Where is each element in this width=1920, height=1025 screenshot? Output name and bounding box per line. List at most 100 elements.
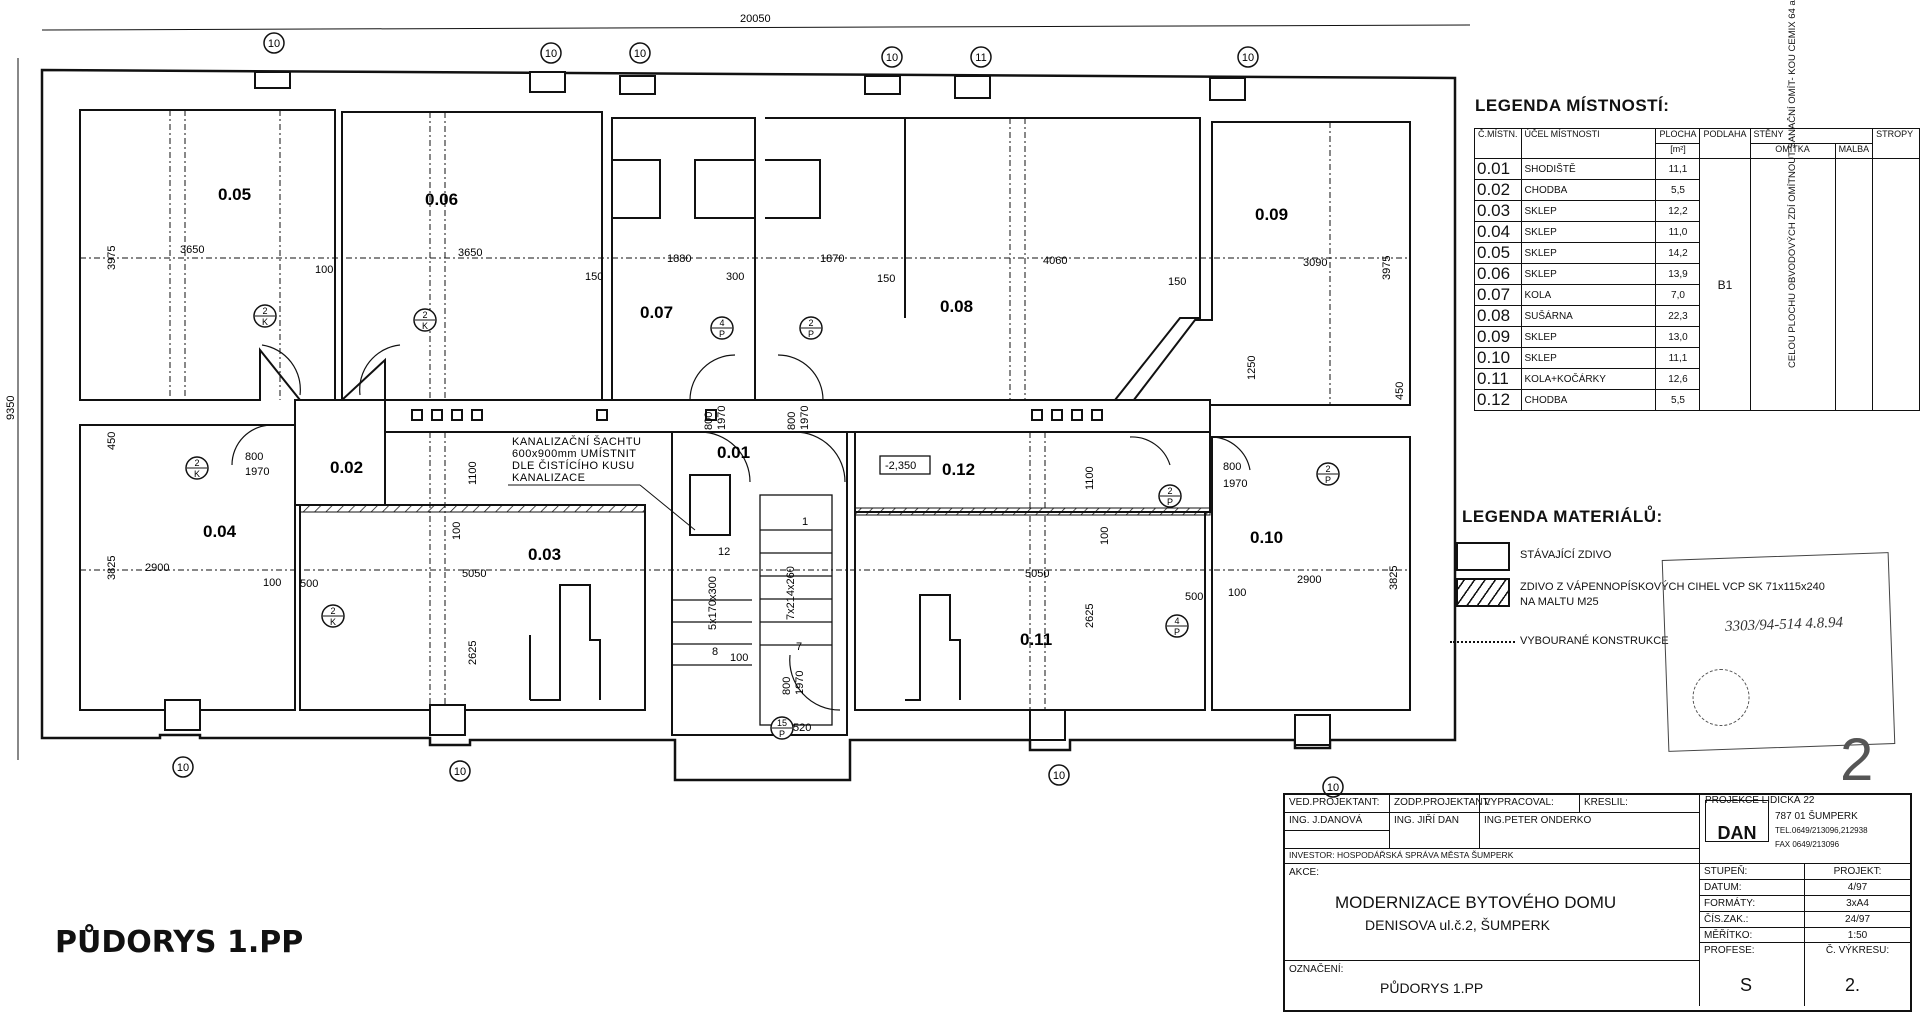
dim: 1100 (467, 461, 479, 485)
legend-row: 0.06 SKLEP 13,9 (1474, 263, 1920, 285)
company-address: PROJEKCE LIDICKÁ 22 (1705, 795, 1815, 806)
axis-marker-label: 10 (1242, 52, 1254, 64)
col-header: PODLAHA (1699, 128, 1751, 159)
partitions (384, 118, 961, 701)
tb-value: ING.PETER ONDERKO (1480, 813, 1700, 849)
room-label: 0.05 (218, 185, 251, 204)
room-0.03 (299, 504, 646, 711)
room-0.02 (294, 399, 386, 506)
tb-label: KRESLIL: (1580, 795, 1700, 813)
room-purpose: SKLEP (1520, 221, 1657, 243)
tb-value: ING. JIŘÍ DAN (1390, 813, 1480, 849)
note-kanalizace: KANALIZAČNÍ ŠACHTU 600x900mm UMÍSTNIT DL… (508, 435, 696, 531)
tb-value: 4/97 (1805, 880, 1910, 896)
room-number: 0.10 (1474, 347, 1522, 369)
axis-marker-label: 10 (886, 52, 898, 64)
dim: 150 (1168, 276, 1186, 288)
dim: 1880 (667, 253, 691, 265)
room-number: 0.12 (1474, 389, 1522, 411)
stamp-seal (1691, 668, 1751, 728)
tb-label: ZODP.PROJEKTANT: (1390, 795, 1490, 813)
windows (164, 71, 1331, 746)
axis-marker-circle (172, 756, 194, 778)
tb-value: PROJEKT: (1805, 864, 1910, 880)
legend-row: 0.09 SKLEP 13,0 (1474, 326, 1920, 348)
material-legend-title: LEGENDA MATERIÁLŮ: (1462, 507, 1663, 526)
dim: 450 (106, 432, 118, 450)
stair-label: 7x214x260 (785, 566, 797, 620)
dim: 300 (726, 271, 744, 283)
axis-marker-label: 10 (1053, 770, 1065, 782)
axis-marker-circle (1322, 776, 1344, 798)
door-dim: 800 (781, 677, 793, 695)
room-area: 22,3 (1655, 305, 1701, 327)
dim: 500 (300, 578, 318, 590)
axis-marker-circle (629, 42, 651, 64)
axis-marker-circle (1237, 46, 1259, 68)
axis-marker-label: 10 (634, 48, 646, 60)
project-name: MODERNIZACE BYTOVÉHO DOMU (1335, 893, 1617, 912)
dim: 100 (315, 264, 333, 276)
profese-value: S (1740, 975, 1753, 995)
axis-marker-label: 10 (177, 762, 189, 774)
col-header: MALBA (1834, 143, 1874, 159)
door-marker-number: 2 (808, 318, 813, 328)
room-purpose: CHODBA (1520, 389, 1657, 411)
title-block: VED.PROJEKTANT: ZODP.PROJEKTANT: VYPRACO… (1283, 793, 1912, 1012)
demolished-lines (80, 110, 1410, 710)
room-number: 0.04 (1474, 221, 1522, 243)
dim: 3825 (1388, 566, 1400, 590)
tb-label: MĚŘÍTKO: (1700, 928, 1805, 943)
dim: 2625 (467, 641, 479, 665)
dim: 4060 (1043, 255, 1067, 267)
dim: 1870 (820, 253, 844, 265)
axis-marker-label: 10 (545, 48, 557, 60)
door-marker-type: K (422, 321, 428, 331)
room-label: 0.11 (1020, 630, 1052, 649)
door-dim: 1970 (1223, 478, 1247, 490)
door-marker-number: 4 (719, 318, 724, 328)
material-demolished: VYBOURANÉ KONSTRUKCE (1520, 635, 1669, 647)
col-header: Č.MÍSTN. (1474, 128, 1522, 159)
dim: 1100 (1084, 466, 1096, 490)
room-label: 0.02 (330, 458, 363, 477)
room-purpose: KOLA (1520, 284, 1657, 306)
company-fax: FAX 0649/213096 (1775, 840, 1840, 849)
dim: 150 (877, 273, 895, 285)
tb-value: ING. J.DANOVÁ (1285, 813, 1390, 831)
room-legend-table: Č.MÍSTN. ÚČEL MÍSTNOSTI PLOCHA PODLAHA S… (1474, 0, 1920, 411)
door-dim: 800 (786, 412, 798, 430)
new-wall-hatched (854, 507, 1211, 516)
dim: 150 (585, 271, 603, 283)
room-label: 0.08 (940, 297, 973, 316)
axis-marker-label: 10 (268, 38, 280, 50)
room-label: 0.07 (640, 303, 673, 322)
room-purpose: SKLEP (1520, 326, 1657, 348)
door-marker-type: P (808, 329, 814, 339)
dim: 100 (1099, 527, 1111, 545)
tb-label: PROFESE: (1700, 943, 1805, 1006)
signature (1285, 831, 1390, 849)
stair-label: 5x170x300 (707, 576, 719, 630)
room-purpose: SKLEP (1520, 347, 1657, 369)
room-label: 0.03 (528, 545, 561, 564)
material-new-mortar: NA MALTU M25 (1520, 596, 1599, 608)
tb-label: ČÍS.ZAK.: (1700, 912, 1805, 928)
tb-label: FORMÁTY: (1700, 896, 1805, 912)
plaster-note-cell: CELOU PLOCHU OBVODOVÝCH ZDÍ OMÍTNOUT SAN… (1749, 0, 1836, 411)
room-label: 0.10 (1250, 528, 1283, 547)
room-number: 0.07 (1474, 284, 1522, 306)
room-number: 0.06 (1474, 263, 1522, 285)
room-area: 14,2 (1655, 242, 1701, 264)
door-marker-type: P (779, 729, 785, 739)
svg-text:KANALIZACE: KANALIZACE (512, 472, 585, 484)
tb-investor: INVESTOR: HOSPODÁŘSKÁ SPRÁVA MĚSTA ŠUMPE… (1285, 849, 1700, 864)
col-header: STROPY (1872, 128, 1920, 159)
axis-marker-circle (449, 760, 471, 782)
sheet-mark: 2 (1840, 726, 1874, 793)
dim: 100 (451, 522, 463, 540)
door-marker-number: 2 (262, 306, 267, 316)
room-number: 0.09 (1474, 326, 1522, 348)
